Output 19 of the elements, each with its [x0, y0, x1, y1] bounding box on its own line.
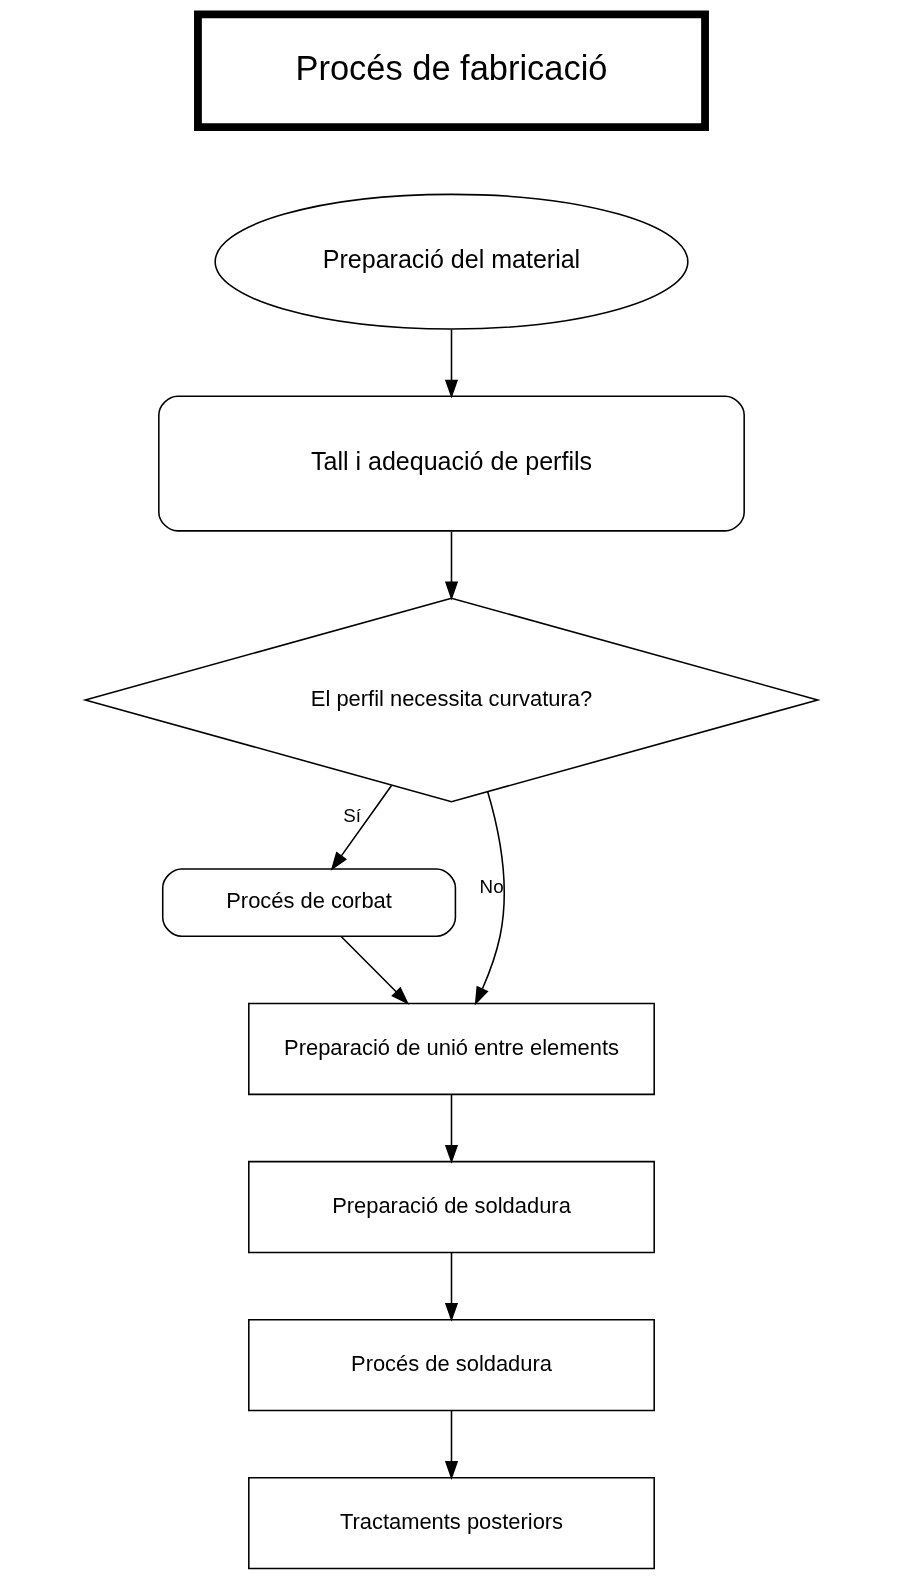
node-box: Preparació de unió entre elements — [247, 1002, 655, 1096]
node-ellipse: Preparació del material — [213, 193, 689, 330]
arrow — [444, 530, 458, 601]
node-box: Preparació de soldadura — [247, 1160, 655, 1254]
node-box: Tractaments posteriors — [247, 1477, 655, 1570]
node-diamond: El perfil necessita curvatura? — [81, 597, 821, 803]
edge-label: No — [479, 876, 504, 898]
arrow — [330, 784, 392, 871]
arrow — [444, 1093, 458, 1164]
edge-label: Sí — [342, 805, 361, 827]
node-box: Tall i adequació de perfils — [157, 395, 745, 532]
node-box: Procés de fabricació — [193, 10, 709, 131]
node-box: Procés de soldadura — [247, 1318, 655, 1412]
node-box: Procés de corbat — [161, 868, 456, 938]
arrow — [444, 328, 458, 399]
arrow — [444, 1409, 458, 1480]
arrow — [340, 935, 409, 1005]
arrow — [474, 791, 505, 1006]
arrow — [444, 1251, 458, 1322]
